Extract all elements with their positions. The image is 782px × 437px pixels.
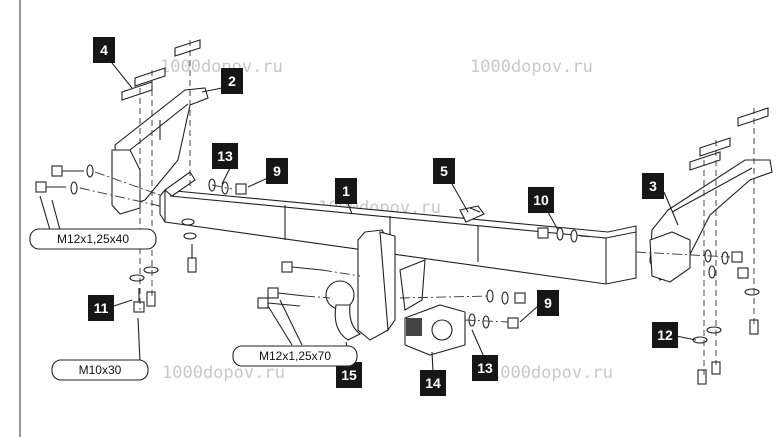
callout-2: 2 <box>221 68 243 94</box>
callout-1: 1 <box>335 178 357 204</box>
callout-label: 3 <box>649 178 657 194</box>
callout-label: 9 <box>273 163 281 179</box>
callout-label: 11 <box>94 300 109 316</box>
spec-label: M12x1,25x70 <box>259 349 331 363</box>
watermark: 1000dopov.ru <box>470 57 593 77</box>
fasteners-left <box>35 164 197 313</box>
callout-label: 5 <box>440 163 448 179</box>
watermark: 1000dopov.ru <box>490 363 613 383</box>
callout-label: 12 <box>657 327 673 343</box>
watermark: 1000dopov.ru <box>160 57 283 77</box>
bolt-spec-m12x40: M12x1,25x40 <box>29 228 157 250</box>
callout-label: 15 <box>341 367 357 383</box>
callout-5: 5 <box>433 158 455 184</box>
center-bracket <box>459 205 485 223</box>
fasteners-right <box>692 249 760 385</box>
bolt-spec-m10x30: M10x30 <box>51 359 149 381</box>
callout-9-bottom: 9 <box>537 290 559 316</box>
right-bracket <box>649 159 773 283</box>
callout-13-bottom: 13 <box>472 355 498 381</box>
left-bracket <box>111 87 209 215</box>
callout-label: 2 <box>228 73 236 89</box>
callout-12: 12 <box>652 322 678 348</box>
watermark: 1000dopov.ru <box>162 363 285 383</box>
plates-left <box>121 39 201 101</box>
callout-label: 14 <box>425 375 441 391</box>
spec-label: M12x1,25x40 <box>57 232 129 246</box>
callout-14: 14 <box>420 370 446 396</box>
callout-9-top: 9 <box>266 158 288 184</box>
callout-label: 1 <box>342 183 350 199</box>
callout-4: 4 <box>93 37 115 63</box>
callout-label: 13 <box>477 360 493 376</box>
callout-label: 13 <box>217 148 233 164</box>
plates-right <box>689 107 769 171</box>
callout-label: 4 <box>100 42 108 58</box>
callout-3: 3 <box>642 173 664 199</box>
callout-label: 10 <box>533 192 549 208</box>
assembly-lines <box>79 40 755 375</box>
socket-plate <box>404 304 466 356</box>
callout-11: 11 <box>88 295 114 321</box>
callout-10: 10 <box>528 187 554 213</box>
bolt-spec-m12x70: M12x1,25x70 <box>232 345 358 367</box>
fasteners-center <box>208 178 578 329</box>
callout-label: 9 <box>544 295 552 311</box>
callout-13-top: 13 <box>212 143 238 169</box>
spec-label: M10x30 <box>79 363 122 377</box>
